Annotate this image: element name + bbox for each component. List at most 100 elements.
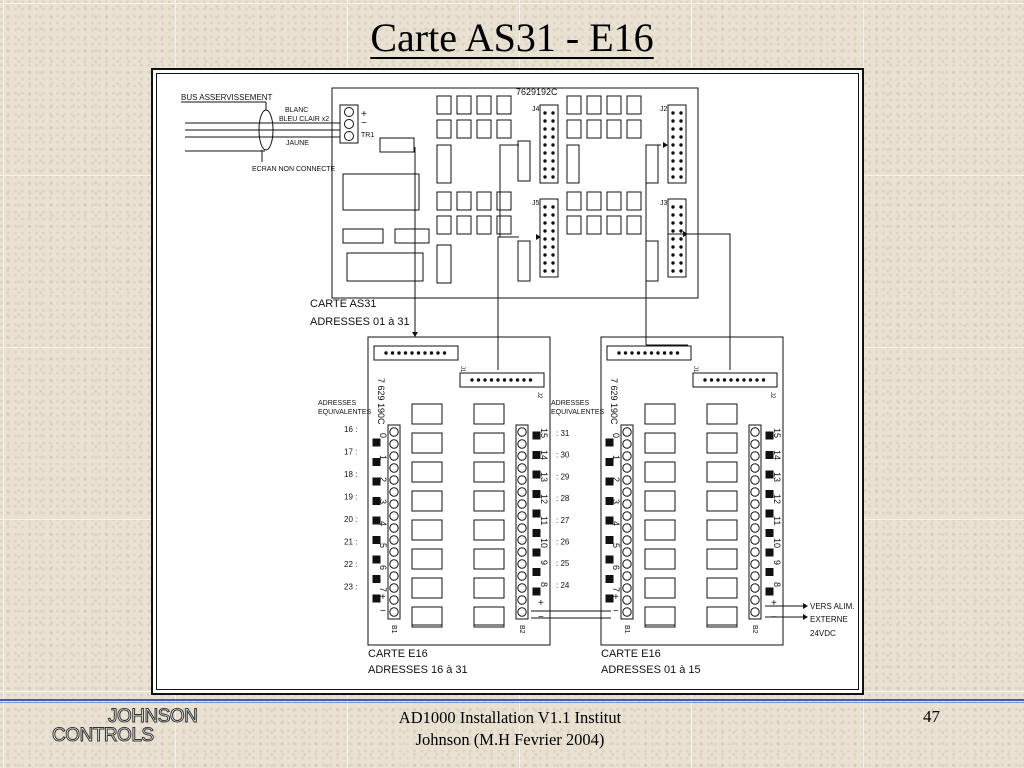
e16-right-marker <box>532 509 541 518</box>
e16-left-terminal-strip <box>387 424 401 620</box>
as31-ic <box>436 244 452 284</box>
e16-j2-pin <box>470 378 474 382</box>
e16-terminal <box>517 583 527 593</box>
e16-terminal <box>622 439 632 449</box>
right-equiv-address: : 26 <box>556 538 570 547</box>
as31-relay <box>496 95 512 115</box>
e16-right-marker <box>532 470 541 479</box>
e16-terminal <box>750 499 760 509</box>
as31-relay <box>626 95 642 115</box>
ribbon-link <box>499 144 519 237</box>
e16-right-terminal-number: 12 <box>539 494 549 504</box>
e16-j2-pin <box>735 378 740 382</box>
e16-j2-label: J2 <box>536 392 542 399</box>
e16-right-marker <box>532 431 541 440</box>
e16-terminal <box>750 475 760 485</box>
e16-terminal <box>750 535 760 545</box>
e16-left-terminal-number: 1 <box>611 455 621 460</box>
e16-relay <box>411 577 443 599</box>
connector-pin <box>543 159 547 163</box>
as31-relay <box>586 215 602 235</box>
e16-right-plus: + <box>538 598 544 609</box>
connector-pin <box>543 261 547 265</box>
connector-pin <box>671 221 675 225</box>
e16-left-terminal-strip <box>620 424 634 620</box>
ribbon-arrow <box>683 231 688 237</box>
e16-j1-pin <box>416 351 421 355</box>
left-equiv-address: 22 : <box>344 560 357 569</box>
e16-terminal <box>389 547 399 557</box>
as31-relay <box>606 191 622 211</box>
e16-right-marker <box>532 451 541 459</box>
logo-controls-text: CONTROLS <box>52 725 155 747</box>
slide-title: Carte AS31 - E16 <box>370 15 654 60</box>
as31-caption-1: CARTE AS31 <box>310 298 376 310</box>
connector-pin <box>551 159 555 163</box>
connector-pin <box>679 111 683 115</box>
e16-terminal <box>517 511 527 521</box>
connector-pin <box>679 213 683 217</box>
connector-pin <box>543 127 547 131</box>
connector-pin <box>671 269 675 273</box>
e16-j2-pin <box>742 378 746 382</box>
e16-j1-pin <box>656 351 660 355</box>
connector-pin <box>551 221 555 225</box>
e16-terminal <box>622 511 632 521</box>
e16-j2-pin <box>483 378 487 382</box>
e16-left-marker <box>372 555 381 564</box>
alim-label-2: EXTERNE <box>810 615 848 624</box>
connector-label: J5 <box>532 200 540 207</box>
e16-terminal <box>622 595 632 605</box>
e16-j2-pin <box>476 378 481 382</box>
as31-ic <box>645 144 659 184</box>
e16-left-terminal-number: 7 <box>378 587 388 592</box>
connector-pin <box>543 269 547 273</box>
e16-right-terminal-strip <box>515 424 529 620</box>
e16-terminal <box>750 607 760 617</box>
as31-relay <box>586 119 602 139</box>
as31-relay <box>566 119 582 139</box>
connector-j3 <box>667 198 687 278</box>
as31-relay <box>456 191 472 211</box>
connector-pin <box>551 151 555 155</box>
e16-left-terminal-number: 5 <box>611 543 621 548</box>
connector-label: J4 <box>532 106 540 113</box>
connector-pin <box>543 213 547 217</box>
alim-label-1: VERS ALIM. <box>810 602 854 611</box>
e16-j2-pin <box>703 378 707 382</box>
as31-relay <box>566 95 582 115</box>
page-number: 47 <box>923 707 940 726</box>
e16-left-marker <box>372 575 381 583</box>
e16-left-marker <box>372 497 381 505</box>
e16-j1-pin <box>403 351 408 355</box>
e16-terminal <box>622 523 632 533</box>
e16-terminal <box>389 583 399 593</box>
e16-relay <box>644 519 676 541</box>
connector-pin <box>679 229 683 233</box>
as31-relay <box>456 95 472 115</box>
e16-code: 7 629 190C <box>376 378 386 425</box>
connector-pin <box>543 135 547 139</box>
e16-right-terminal-number: 8 <box>539 582 549 587</box>
connector-pin <box>543 253 547 257</box>
ribbon-arrow <box>412 332 418 337</box>
right-equiv-address: : 27 <box>556 516 570 525</box>
e16-j1-header <box>373 345 459 361</box>
left-equiv-address: 17 : <box>344 448 357 457</box>
e16-j1-pin <box>636 351 641 355</box>
e16-right-terminal-number: 11 <box>539 516 549 525</box>
e16-j2-pin <box>489 378 494 382</box>
e16-caption-1: CARTE E16 <box>368 648 428 660</box>
connector-j4 <box>539 104 559 184</box>
e16-left-marker <box>605 438 614 447</box>
left-equiv-address: 18 : <box>344 470 357 479</box>
left-equiv-address: 21 : <box>344 538 357 547</box>
as31-relay <box>626 215 642 235</box>
e16-right-marker <box>765 490 774 498</box>
e16-j1-pin <box>643 351 647 355</box>
right-equiv-address: : 30 <box>556 451 570 460</box>
e16-right-terminal-number: 14 <box>772 450 782 460</box>
connector-pin <box>543 237 547 241</box>
ribbon-arrow <box>663 142 668 148</box>
